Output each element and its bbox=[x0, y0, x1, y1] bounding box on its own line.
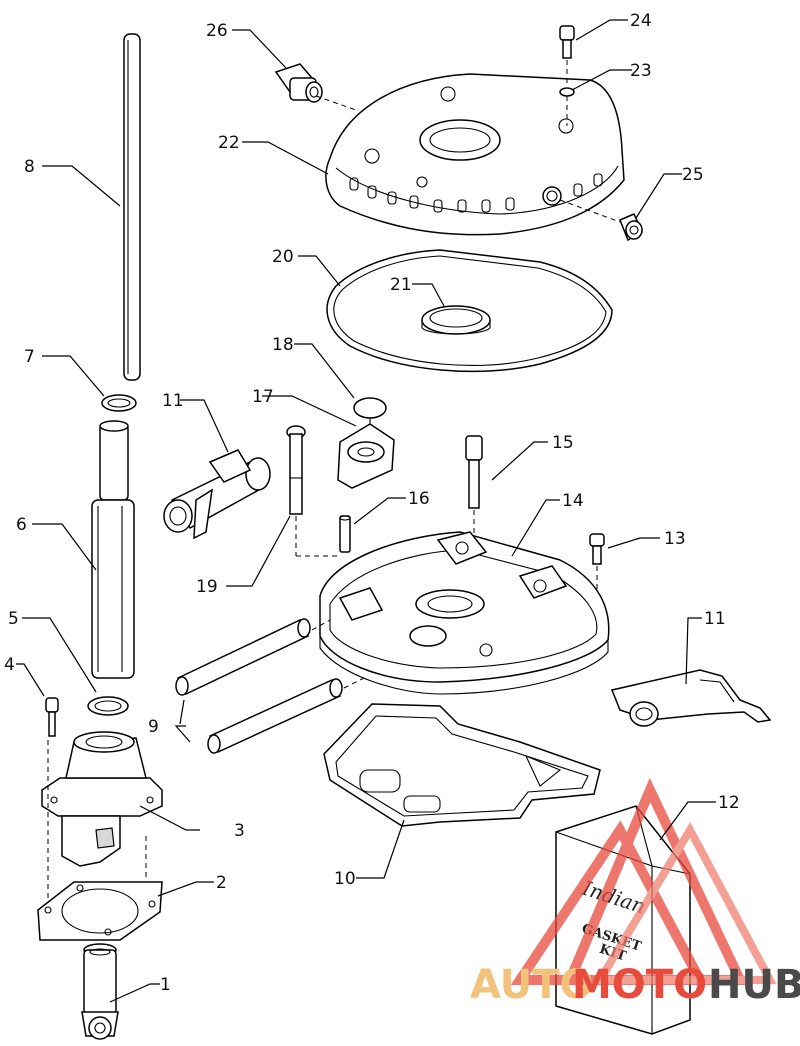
part-25-plug bbox=[619, 213, 643, 242]
part-23-washer bbox=[559, 87, 575, 97]
callout-24: 24 bbox=[630, 11, 652, 31]
watermark-logo bbox=[510, 777, 777, 985]
callout-17: 17 bbox=[252, 387, 274, 407]
part-26-fitting bbox=[274, 63, 323, 103]
part-7-o-ring bbox=[101, 394, 137, 412]
part-3-lifter-block bbox=[41, 731, 163, 867]
callout-4: 4 bbox=[4, 655, 15, 675]
part-22-cam-cover bbox=[325, 73, 625, 236]
callout-2: 2 bbox=[216, 873, 227, 893]
callout-3: 3 bbox=[234, 821, 245, 841]
callout-21: 21 bbox=[390, 275, 412, 295]
part-18-cap bbox=[353, 397, 387, 428]
callout-12: 12 bbox=[718, 793, 740, 813]
part-1-lifter bbox=[81, 943, 119, 1040]
part-15-bolt bbox=[465, 435, 483, 509]
callout-20: 20 bbox=[272, 247, 294, 267]
callout-10: 10 bbox=[334, 869, 356, 889]
watermark-moto: MOTO bbox=[572, 962, 707, 1008]
callout-14: 14 bbox=[562, 491, 584, 511]
part-13-bolt bbox=[589, 533, 605, 565]
callout-25: 25 bbox=[682, 165, 704, 185]
part-24-bolt bbox=[559, 25, 575, 59]
watermark-hub: HUB bbox=[708, 962, 800, 1008]
part-6-pushrod-tube bbox=[91, 420, 135, 679]
callout-11-upper: 11 bbox=[162, 391, 184, 411]
part-21-seal bbox=[421, 305, 491, 335]
centerline-26 bbox=[315, 95, 357, 111]
callout-5: 5 bbox=[8, 609, 19, 629]
part-11-rocker-arm-upper bbox=[163, 449, 271, 540]
watermark-auto: AUTO bbox=[470, 962, 594, 1008]
centerline-25 bbox=[559, 199, 621, 223]
callout-13: 13 bbox=[664, 529, 686, 549]
part-16-bolt bbox=[339, 515, 351, 553]
callout-6: 6 bbox=[16, 515, 27, 535]
callout-22: 22 bbox=[218, 133, 240, 153]
part-10-gasket bbox=[323, 703, 601, 827]
leader-lines bbox=[16, 19, 716, 1003]
callout-15: 15 bbox=[552, 433, 574, 453]
callout-8: 8 bbox=[24, 157, 35, 177]
part-14-cam-plate bbox=[319, 531, 610, 695]
part-19-bolt bbox=[286, 425, 306, 515]
callout-7: 7 bbox=[24, 347, 35, 367]
centerline-9b bbox=[343, 677, 365, 689]
part-5-o-ring bbox=[87, 696, 129, 716]
part-9-shafts bbox=[175, 618, 343, 754]
callout-18: 18 bbox=[272, 335, 294, 355]
callout-26: 26 bbox=[206, 21, 228, 41]
callout-9: 9 bbox=[148, 717, 159, 737]
callout-19: 19 bbox=[196, 577, 218, 597]
callout-1: 1 bbox=[160, 975, 171, 995]
part-8-pushrod bbox=[123, 33, 141, 381]
part-4-bolt bbox=[45, 697, 59, 737]
part-11-rocker-arm-right bbox=[610, 669, 772, 727]
part-17-bracket bbox=[337, 423, 395, 489]
callout-11-right: 11 bbox=[704, 609, 726, 629]
callout-16: 16 bbox=[408, 489, 430, 509]
centerline-9a bbox=[311, 619, 331, 631]
callout-23: 23 bbox=[630, 61, 652, 81]
part-2-gasket bbox=[37, 881, 163, 941]
